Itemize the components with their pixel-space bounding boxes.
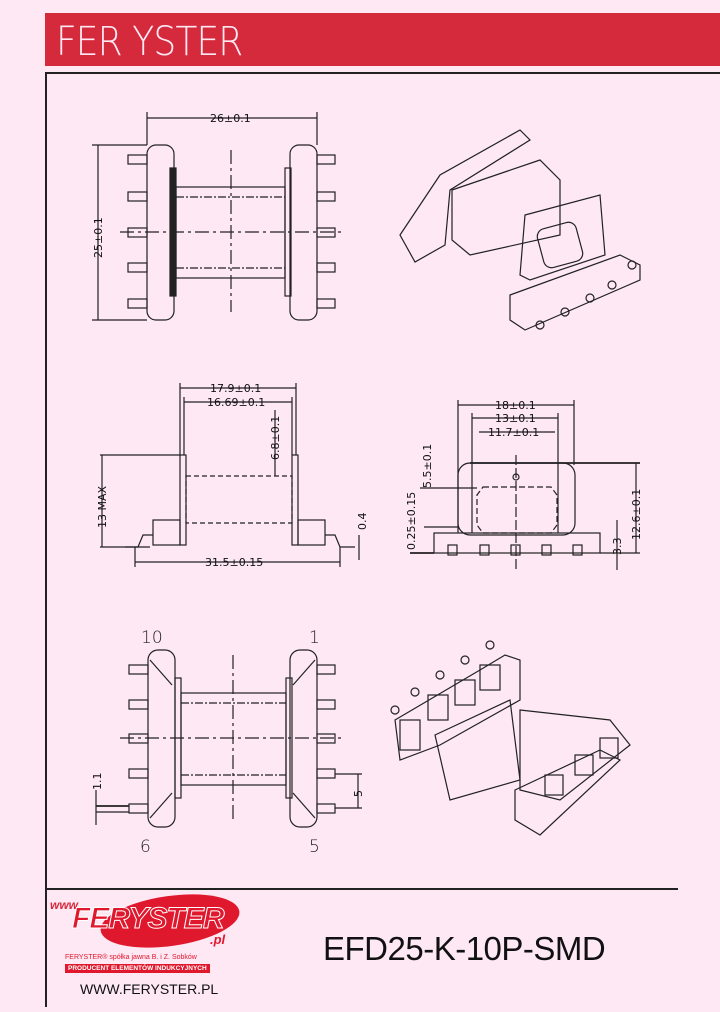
- side-view: 17.9±0.1 16.69±0.1 6.8±0.1 13 MAX 31.5±0…: [96, 382, 369, 569]
- pin-label-1: 1: [309, 628, 320, 648]
- logo-name: FERYSTER: [71, 902, 224, 936]
- dim-top-5-5: 5.5±0.1: [421, 444, 434, 488]
- pin-label-6: 6: [140, 837, 151, 857]
- dim-base-31-5: 31.5±0.15: [205, 556, 263, 569]
- pin-label-5: 5: [309, 837, 320, 857]
- dim-height-25: 25±0.1: [92, 217, 105, 258]
- dim-window-13: 13±0.1: [495, 412, 536, 425]
- header-title: FER YSTER: [56, 19, 243, 65]
- dim-core-6-8: 6.8±0.1: [269, 416, 282, 460]
- feryster-logo: www. FERYSTER .pl FERYSTER® spółka jawna…: [50, 886, 250, 976]
- frame-top-border: [45, 72, 720, 74]
- website-link[interactable]: WWW.FERYSTER.PL: [80, 981, 219, 997]
- dim-outer-17-9: 17.9±0.1: [210, 382, 261, 395]
- dim-inner-11-7: 11.7±0.1: [488, 426, 539, 439]
- dim-offset-0-25: 0.25±0.15: [405, 492, 418, 550]
- front-view: 18±0.1 13±0.1 11.7±0.1 5.5±0.1 0.25±0.15…: [405, 399, 643, 570]
- dim-lead-0-4: 0.4: [356, 513, 369, 531]
- dim-width-18: 18±0.1: [495, 399, 536, 412]
- bottom-view: 10 1 6 5 1.1 5: [91, 628, 365, 857]
- dim-base-3-3: 3.3: [611, 538, 624, 556]
- isometric-view-bottom: [390, 640, 631, 836]
- dim-inner-16-69: 16.69±0.1: [207, 396, 265, 409]
- dim-pitch-5: 5: [352, 790, 365, 797]
- footer-divider: [45, 888, 678, 890]
- dim-width-26: 26±0.1: [210, 112, 251, 125]
- dim-height-13max: 13 MAX: [96, 485, 109, 528]
- logo-www: www.: [50, 898, 81, 912]
- part-number: EFD25-K-10P-SMD: [323, 930, 606, 967]
- header-bar: FER YSTER: [45, 13, 720, 66]
- top-view: 26±0.1 25±0.1: [92, 112, 345, 321]
- dim-height-12-6: 12.6±0.1: [630, 489, 643, 540]
- logo-tagline: PRODUCENT ELEMENTÓW INDUKCYJNYCH: [65, 964, 210, 973]
- dim-pin-1-1: 1.1: [91, 773, 104, 791]
- frame-left-border: [45, 72, 47, 1007]
- logo-tld: .pl: [210, 932, 226, 947]
- logo-company: FERYSTER® spółka jawna B. i Z. Sobków: [65, 954, 197, 961]
- isometric-view-top: [399, 129, 641, 331]
- pin-label-10: 10: [141, 628, 163, 648]
